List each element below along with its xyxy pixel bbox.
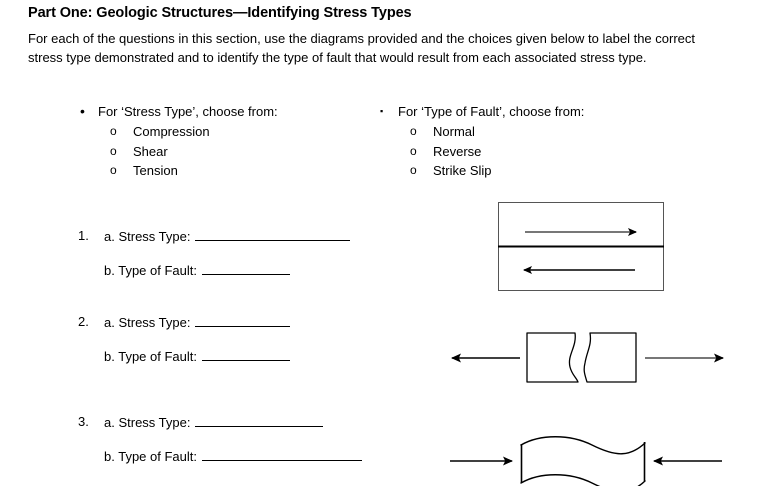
choices-stress-type-options: o Compression o Shear o Tension <box>78 122 278 181</box>
question-1-part-b-label: b. Type of Fault: <box>104 263 197 278</box>
question-2-part-b: b. Type of Fault: <box>78 348 290 365</box>
instructions-paragraph: For each of the questions in this sectio… <box>28 31 695 65</box>
question-3: 3. a. Stress Type: b. Type of Fault: <box>78 414 362 465</box>
list-item: o Compression <box>78 122 278 142</box>
list-item: o Normal <box>378 122 584 142</box>
question-2-part-a-label: a. Stress Type: <box>104 315 191 330</box>
page-title: Part One: Geologic Structures—Identifyin… <box>28 5 412 21</box>
circle-bullet-icon: o <box>410 124 417 138</box>
question-1-stress-type-blank[interactable] <box>195 228 351 241</box>
question-2-part-a: a. Stress Type: <box>78 314 291 331</box>
diagram-compression <box>440 425 780 486</box>
circle-bullet-icon: o <box>110 124 117 138</box>
option-label: Tension <box>133 163 178 178</box>
question-1: 1. a. Stress Type: b. Type of Fault: <box>78 228 351 279</box>
option-label: Shear <box>133 143 168 159</box>
choices-type-of-fault-heading: ▪ For ‘Type of Fault’, choose from: <box>378 102 584 121</box>
question-3-number: 3. <box>78 414 89 429</box>
diagram-tension <box>440 325 780 395</box>
choices-stress-type-heading: • For ‘Stress Type’, choose from: <box>78 102 278 121</box>
choices-type-of-fault: ▪ For ‘Type of Fault’, choose from: o No… <box>378 102 584 181</box>
circle-bullet-icon: o <box>110 163 117 177</box>
list-item: o Tension <box>78 161 278 181</box>
question-2-fault-type-blank[interactable] <box>201 348 290 361</box>
question-1-part-b: b. Type of Fault: <box>78 262 350 279</box>
question-3-part-b: b. Type of Fault: <box>78 448 362 465</box>
circle-bullet-icon: o <box>410 163 417 177</box>
question-3-part-b-label: b. Type of Fault: <box>104 449 197 464</box>
disc-bullet-icon: • <box>80 103 85 119</box>
circle-bullet-icon: o <box>410 143 417 158</box>
question-3-part-a-label: a. Stress Type: <box>104 415 191 430</box>
question-1-part-a: a. Stress Type: <box>78 228 351 245</box>
option-label: Strike Slip <box>433 163 492 178</box>
choices-stress-type-heading-label: For ‘Stress Type’, choose from: <box>98 104 278 119</box>
choices-type-of-fault-heading-label: For ‘Type of Fault’, choose from: <box>398 104 585 119</box>
question-3-stress-type-blank[interactable] <box>195 414 324 427</box>
option-label: Reverse <box>433 143 482 159</box>
choices-stress-type: • For ‘Stress Type’, choose from: o Comp… <box>78 102 278 181</box>
question-3-fault-type-blank[interactable] <box>201 448 362 461</box>
question-1-part-a-label: a. Stress Type: <box>104 229 191 244</box>
list-item: o Shear <box>78 142 278 162</box>
question-1-fault-type-blank[interactable] <box>201 262 290 275</box>
question-2-number: 2. <box>78 314 89 329</box>
circle-bullet-icon: o <box>110 143 117 158</box>
option-label: Normal <box>433 124 475 139</box>
question-3-part-a: a. Stress Type: <box>78 414 362 431</box>
question-2: 2. a. Stress Type: b. Type of Fault: <box>78 314 291 365</box>
question-2-part-b-label: b. Type of Fault: <box>104 349 197 364</box>
list-item: o Strike Slip <box>378 161 584 181</box>
question-1-number: 1. <box>78 228 89 243</box>
square-bullet-icon: ▪ <box>380 106 384 116</box>
diagram-strike-slip <box>440 190 780 300</box>
question-2-stress-type-blank[interactable] <box>195 314 291 327</box>
option-label: Compression <box>133 124 210 139</box>
choices-type-of-fault-options: o Normal o Reverse o Strike Slip <box>378 122 584 181</box>
list-item: o Reverse <box>378 142 584 162</box>
